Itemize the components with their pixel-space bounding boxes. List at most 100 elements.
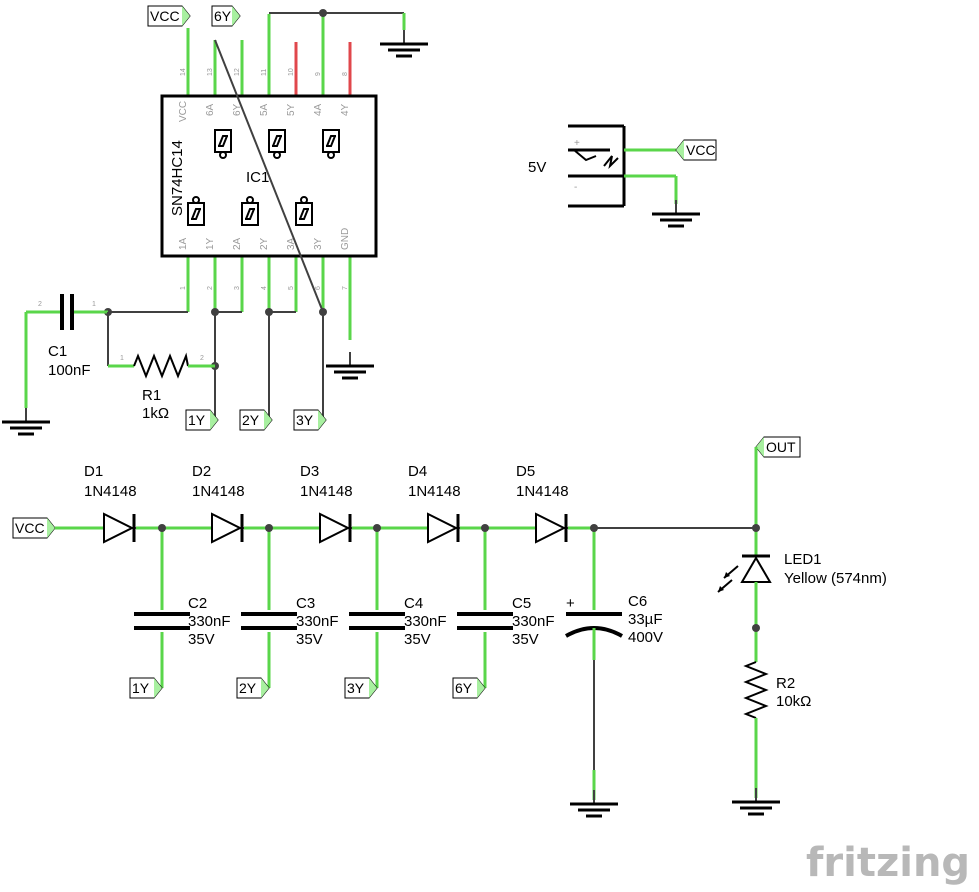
d4-part-label: 1N4148 [408,483,461,500]
junction-dots [158,524,760,632]
diode-d1[interactable]: D1 1N4148 [55,463,162,544]
c2-voltage-label: 35V [188,631,215,648]
c6-value-label: 33µF [628,611,663,628]
ic1[interactable]: 14 13 12 11 10 9 8 VCC 6A 6Y 5A 5Y 4A 4Y… [160,14,378,340]
pin-name: GND [340,228,351,250]
pin-num: 6 [315,286,322,290]
d1-part-label: 1N4148 [84,483,137,500]
c5-ref-label: C5 [512,595,531,612]
pin-name: 4Y [340,103,351,116]
fritzing-logo: fritzing [806,840,970,886]
net-label-3y-top[interactable]: 3Y [293,409,327,431]
r2-ref-label: R2 [776,675,795,692]
r1-ref-label: R1 [142,387,161,404]
net-label-vcc-chain[interactable]: VCC [12,517,56,539]
pin-name: 3Y [313,237,324,250]
pin-name: 2Y [259,237,270,250]
net-label-3y-chain[interactable]: 3Y [344,677,378,699]
led1-ref-label: LED1 [784,551,822,568]
net-label-text: OUT [766,439,796,455]
resistor-r2[interactable]: R2 10kΩ [730,628,811,816]
pin-num: 5 [288,286,295,290]
diode-d4[interactable]: D4 1N4148 [377,463,485,544]
capacitor-c6[interactable]: + C6 33µF 400V [565,528,663,818]
pin-num: 1 [180,286,187,290]
ic1-wires [104,9,430,420]
c3-ref-label: C3 [296,595,315,612]
net-label-text: 1Y [188,412,206,428]
pin-name: 4A [313,103,324,116]
ic1-body [160,94,378,258]
pin-num: 1 [92,301,96,308]
pin-num: 2 [200,355,204,362]
net-label-text: 6Y [455,680,473,696]
net-label-1y-top[interactable]: 1Y [185,409,219,431]
ic1-ref-label: IC1 [246,169,269,186]
net-label-text: 2Y [242,412,260,428]
pin-num: 14 [180,68,187,76]
pin-name: 5Y [286,103,297,116]
c3-value-label: 330nF [296,613,339,630]
c2-value-label: 330nF [188,613,231,630]
capacitor-c2[interactable]: C2 330nF 35V [134,528,231,688]
pin-num: 13 [207,68,214,76]
pin-num: 4 [261,286,268,290]
c2-ref-label: C2 [188,595,207,612]
dc-supply-5v[interactable]: + - 5V [528,124,702,228]
net-label-text: VCC [686,142,716,158]
d3-part-label: 1N4148 [300,483,353,500]
net-label-text: 6Y [214,8,232,24]
net-label-1y-chain[interactable]: 1Y [129,677,163,699]
pin-num: 2 [207,286,214,290]
diode-d2[interactable]: D2 1N4148 [162,463,269,544]
c6-plus-label: + [566,595,575,612]
net-label-6y-chain[interactable]: 6Y [452,677,486,699]
c4-value-label: 330nF [404,613,447,630]
pin-num: 8 [342,72,349,76]
pin-num: 12 [234,68,241,76]
c6-ref-label: C6 [628,593,647,610]
led-led1[interactable]: LED1 Yellow (574nm) [717,528,887,628]
pin-num: 11 [261,69,268,76]
r2-value-label: 10kΩ [776,693,811,710]
pin-num: 9 [315,72,322,76]
net-label-text: 3Y [347,680,365,696]
net-label-text: 3Y [296,412,314,428]
supply-plus-label: + [574,138,580,149]
ic1-top-pins [186,14,352,96]
capacitor-c4[interactable]: C4 330nF 35V [349,528,447,688]
supply-minus-label: - [574,182,577,193]
pin-num: 10 [288,68,295,76]
d5-ref-label: D5 [516,463,535,480]
pin-num: 1 [120,355,124,362]
capacitor-c1[interactable]: 2 1 C1 100nF [0,294,108,436]
capacitor-c5[interactable]: C5 330nF 35V [457,528,555,688]
d3-ref-label: D3 [300,463,319,480]
ic1-bottom-pins [186,256,352,340]
resistor-r1[interactable]: 1 2 R1 1kΩ [107,312,215,422]
d5-part-label: 1N4148 [516,483,569,500]
capacitor-c3[interactable]: C3 330nF 35V [241,528,339,688]
net-label-6y-top[interactable]: 6Y [211,5,241,27]
net-label-vcc-supply[interactable]: VCC [675,139,717,161]
net-label-out[interactable]: OUT [755,436,801,458]
c4-ref-label: C4 [404,595,423,612]
supply-value-label: 5V [528,159,546,176]
diode-d3[interactable]: D3 1N4148 [269,463,377,544]
pin-name: VCC [178,101,189,122]
r1-value-label: 1kΩ [142,405,169,422]
diode-d5[interactable]: D5 1N4148 [485,463,594,544]
pin-name: 5A [259,103,270,116]
pin-name: 6A [205,103,216,116]
pin-num: 2 [38,301,42,308]
pin-name: 2A [232,237,243,250]
pin-name: 1Y [205,237,216,250]
net-label-vcc-top[interactable]: VCC [147,5,191,27]
net-label-text: 2Y [239,680,257,696]
c6-voltage-label: 400V [628,629,663,646]
net-label-2y-top[interactable]: 2Y [239,409,273,431]
net-label-2y-chain[interactable]: 2Y [236,677,270,699]
c4-voltage-label: 35V [404,631,431,648]
led1-value-label: Yellow (574nm) [784,570,887,587]
